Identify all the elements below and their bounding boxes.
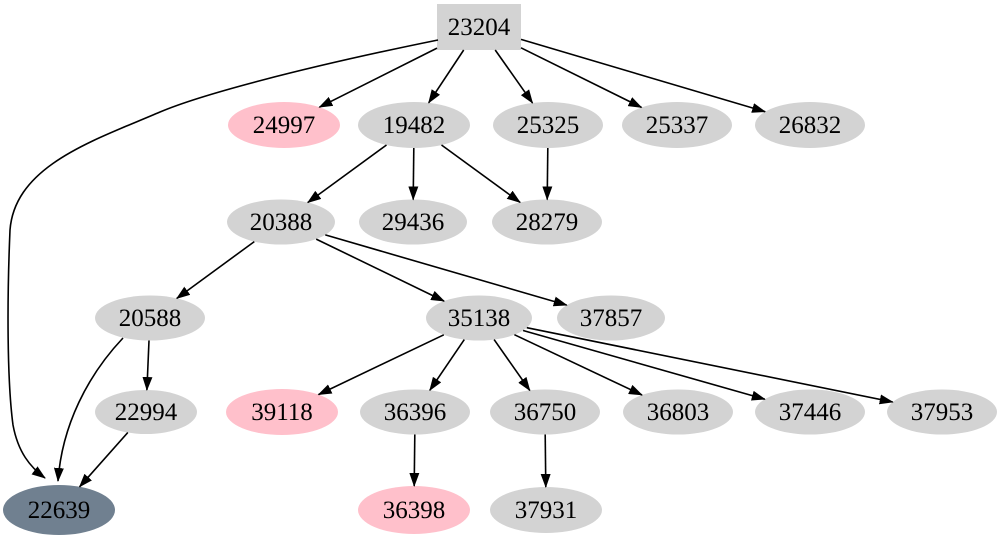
node-20388: 20388: [227, 199, 335, 245]
node-shape-ellipse: [228, 102, 340, 148]
edge-23204-22639: [7, 39, 439, 479]
node-shape-ellipse: [426, 295, 532, 341]
edge-23204-19482: [428, 49, 465, 104]
node-36398: 36398: [358, 486, 470, 534]
node-20588: 20588: [95, 295, 205, 341]
edge-36750-37931: [540, 434, 551, 488]
node-shape-ellipse: [623, 389, 733, 435]
node-label: 22639: [28, 497, 91, 524]
node-25337: 25337: [622, 102, 732, 148]
node-label: 35138: [448, 305, 511, 332]
node-label: 23204: [448, 14, 511, 41]
node-label: 39118: [251, 399, 313, 426]
node-28279: 28279: [492, 199, 602, 245]
node-26832: 26832: [755, 102, 865, 148]
node-label: 37931: [515, 497, 578, 524]
edge-22994-22639: [78, 431, 129, 488]
node-shape-ellipse: [360, 389, 470, 435]
node-35138: 35138: [426, 295, 532, 341]
node-shape-ellipse: [490, 487, 602, 533]
node-37931: 37931: [490, 487, 602, 533]
node-shape-ellipse: [887, 389, 997, 435]
edge-19482-28279: [441, 144, 521, 204]
node-label: 36396: [384, 399, 447, 426]
node-shape-ellipse: [557, 295, 665, 341]
edge-23204-25325: [494, 49, 534, 104]
node-label: 37857: [580, 305, 643, 332]
node-22639: 22639: [3, 485, 115, 535]
node-19482: 19482: [358, 102, 470, 148]
edge-23204-26832: [520, 38, 767, 113]
edge-35138-36750: [493, 339, 531, 392]
node-shape-ellipse: [492, 199, 602, 245]
node-label: 28279: [516, 209, 579, 236]
edge-20388-20588: [175, 240, 255, 300]
edge-35138-39118: [317, 334, 445, 396]
node-label: 25337: [646, 112, 709, 139]
node-label: 22994: [115, 399, 178, 426]
edge-20388-35138: [315, 238, 445, 302]
edge-20588-22994: [142, 340, 153, 391]
node-shape-ellipse: [622, 102, 732, 148]
node-label: 36398: [383, 497, 446, 524]
edge-20388-37857: [325, 234, 568, 307]
edge-19482-29436: [408, 147, 419, 201]
edge-19482-20388: [306, 144, 387, 204]
edge-35138-36396: [429, 339, 465, 392]
edge-35138-36803: [514, 333, 643, 396]
node-shape-ellipse: [755, 102, 865, 148]
node-shape-ellipse: [358, 486, 470, 534]
node-36396: 36396: [360, 389, 470, 435]
node-label: 25325: [517, 112, 580, 139]
edge-35138-37953: [526, 326, 894, 405]
node-shape-box: [437, 4, 521, 50]
edge-23204-25337: [520, 47, 643, 109]
nodes-layer: 23204 24997 19482 25325 25337 26832 20388 29436…: [3, 4, 997, 535]
node-shape-ellipse: [227, 199, 335, 245]
node-label: 20588: [119, 305, 182, 332]
node-39118: 39118: [226, 389, 338, 435]
node-25325: 25325: [493, 102, 603, 148]
node-24997: 24997: [228, 102, 340, 148]
node-36750: 36750: [490, 389, 600, 435]
edge-36396-36398: [409, 434, 420, 487]
node-label: 20388: [250, 209, 313, 236]
node-label: 36750: [514, 399, 577, 426]
edge-25325-28279: [542, 147, 553, 201]
node-shape-ellipse: [359, 199, 467, 245]
edge-35138-37446: [522, 329, 766, 401]
node-37857: 37857: [557, 295, 665, 341]
node-shape-ellipse: [226, 389, 338, 435]
node-label: 36803: [647, 399, 710, 426]
edges-layer: [7, 38, 894, 488]
node-shape-ellipse: [493, 102, 603, 148]
node-37446: 37446: [755, 389, 865, 435]
node-shape-ellipse: [358, 102, 470, 148]
node-37953: 37953: [887, 389, 997, 435]
node-shape-ellipse: [3, 485, 115, 535]
node-label: 24997: [253, 112, 316, 139]
node-22994: 22994: [95, 390, 197, 434]
node-shape-ellipse: [95, 390, 197, 434]
node-23204: 23204: [437, 4, 521, 50]
node-shape-ellipse: [490, 389, 600, 435]
node-shape-ellipse: [755, 389, 865, 435]
node-label: 37953: [911, 399, 974, 426]
node-label: 19482: [383, 112, 446, 139]
node-shape-ellipse: [95, 295, 205, 341]
node-label: 29436: [382, 209, 445, 236]
edge-20588-22639: [53, 337, 124, 482]
edge-23204-24997: [318, 47, 438, 108]
node-29436: 29436: [359, 199, 467, 245]
node-label: 26832: [779, 112, 842, 139]
node-label: 37446: [779, 399, 842, 426]
node-36803: 36803: [623, 389, 733, 435]
